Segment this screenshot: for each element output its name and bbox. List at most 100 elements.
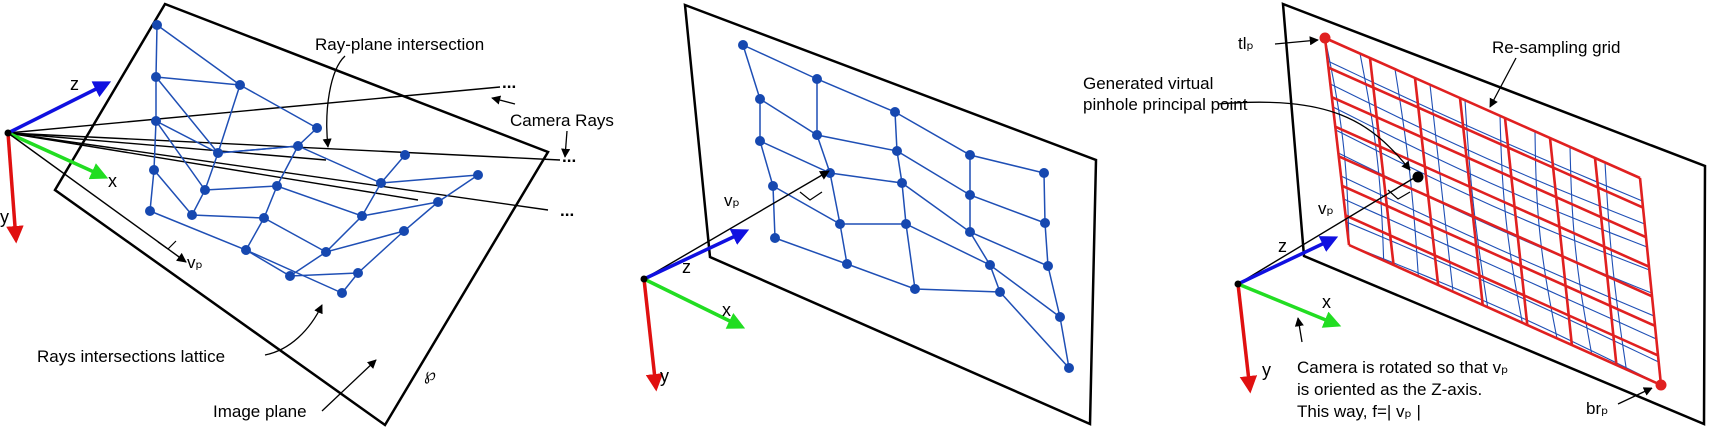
lattice-point — [312, 123, 322, 133]
lattice-point — [738, 40, 748, 50]
warped-lattice-line — [1335, 129, 1650, 271]
lattice-point — [376, 178, 386, 188]
generated-point-label-1: Generated virtual — [1083, 74, 1213, 93]
warped-lattice-line — [1346, 221, 1659, 363]
z-axis-label-2: z — [682, 257, 691, 277]
lattice-point — [1064, 363, 1074, 373]
image-plane-outline — [53, 2, 550, 427]
principal-point — [1412, 171, 1424, 183]
lattice-row-line — [155, 76, 241, 86]
vp-indicator-1: vₚ — [7, 132, 203, 272]
z-axis-label: z — [70, 74, 79, 94]
warped-lattice-line — [1534, 131, 1558, 339]
lattice-point — [293, 141, 303, 151]
warped-lattice-line — [1327, 60, 1643, 202]
warped-lattice-line — [1464, 100, 1489, 308]
camera-center-3 — [1234, 280, 1242, 288]
resampling-grid-line — [1331, 95, 1647, 239]
x-axis-arrow-2 — [643, 277, 746, 329]
lattice-point — [151, 116, 161, 126]
warped-lattice-line — [1348, 244, 1662, 386]
camera-center-2 — [640, 275, 648, 283]
lattice-point — [1055, 312, 1065, 322]
lattice-point — [187, 210, 197, 220]
warped-lattice-line — [1499, 115, 1523, 323]
lattice-point — [357, 211, 367, 221]
vp-indicator-3: vₚ — [1237, 171, 1424, 285]
image-plane-label: Image plane — [213, 402, 307, 421]
lattice-point — [755, 136, 765, 146]
resampling-grid-line — [1323, 37, 1351, 246]
lattice-point — [1043, 261, 1053, 271]
warped-lattice-line — [1394, 69, 1419, 277]
rays-ellipsis-1: ... — [502, 73, 516, 92]
lattice-point — [235, 80, 245, 90]
z-axis-arrow-3 — [1237, 236, 1339, 286]
vp-indicator-2: vₚ — [643, 170, 830, 280]
lattice-point — [901, 219, 911, 229]
resampling-grid-line — [1348, 243, 1662, 387]
z-axis-label-3: z — [1278, 236, 1287, 256]
lattice-point — [149, 165, 159, 175]
warped-lattice-line — [1338, 152, 1652, 294]
lattice-row-line — [149, 210, 359, 277]
lattice-point — [285, 271, 295, 281]
camera-rays-label: Camera Rays — [510, 111, 614, 130]
lattice-point — [768, 181, 778, 191]
rays-ellipsis-2: ... — [562, 147, 576, 166]
resampling-grid-line — [1327, 66, 1644, 209]
resampling-grid-line — [1458, 97, 1485, 306]
lattice-point — [892, 146, 902, 156]
warped-lattice-line — [1429, 84, 1454, 292]
lattice-point — [835, 219, 845, 229]
lattice-label: Rays intersections lattice — [37, 347, 225, 366]
vp-label-1: vₚ — [187, 253, 203, 272]
lattice-point — [965, 227, 975, 237]
warped-lattice-line — [1569, 146, 1593, 354]
lattice-point — [400, 150, 410, 160]
ray-plane-label: Ray-plane intersection — [315, 35, 484, 54]
resampling-grid-line — [1334, 125, 1650, 268]
plane-symbol-1: ℘ — [424, 365, 436, 384]
y-axis-arrow-3 — [1236, 283, 1258, 394]
resampling-grid-label: Re-sampling grid — [1492, 38, 1621, 57]
lattice-point — [433, 197, 443, 207]
x-axis-arrow — [7, 131, 109, 180]
lattice-point — [241, 245, 251, 255]
axes-3: z x y — [1234, 236, 1342, 394]
rays-intersection-lattice — [145, 20, 483, 298]
lattice-point — [353, 268, 363, 278]
lattice-point — [995, 287, 1005, 297]
ray-plane-callout: Ray-plane intersection — [315, 35, 484, 148]
br-corner-dot — [1655, 379, 1667, 391]
lattice-point — [213, 148, 223, 158]
caption-line-1: Camera is rotated so that vₚ — [1297, 358, 1508, 377]
lattice-col-line — [191, 84, 241, 216]
panel-3: tlₚ brₚ Re-sampling grid Generated virtu… — [1083, 2, 1707, 426]
warped-lattice-line — [1343, 198, 1657, 340]
image-plane-outline-3 — [1281, 2, 1707, 426]
lattice-point — [985, 260, 995, 270]
lattice-point — [965, 150, 975, 160]
warped-lattice-line — [1359, 53, 1385, 261]
generated-point-label-2: pinhole principal point — [1083, 95, 1248, 114]
resampling-grid-line — [1324, 36, 1641, 180]
y-axis-arrow-2 — [642, 278, 664, 392]
caption-line-3: This way, f=| vₚ | — [1297, 402, 1421, 421]
lattice-point — [152, 20, 162, 30]
x-axis-label-2: x — [722, 300, 731, 320]
y-axis-arrow — [6, 132, 24, 244]
lattice-point — [812, 74, 822, 84]
axes-1: z x y — [0, 74, 117, 244]
lattice-row-line — [245, 249, 343, 294]
z-axis-arrow — [7, 81, 112, 135]
axes-2: z x y — [640, 229, 750, 392]
lattice-row-line — [156, 24, 318, 129]
camera-rays — [7, 86, 561, 211]
lattice-point — [151, 72, 161, 82]
x-axis-label: x — [108, 171, 117, 191]
y-axis-label: y — [0, 207, 9, 227]
lattice-point — [1040, 218, 1050, 228]
lattice-row-line — [774, 237, 1070, 369]
lattice-point — [1039, 168, 1049, 178]
